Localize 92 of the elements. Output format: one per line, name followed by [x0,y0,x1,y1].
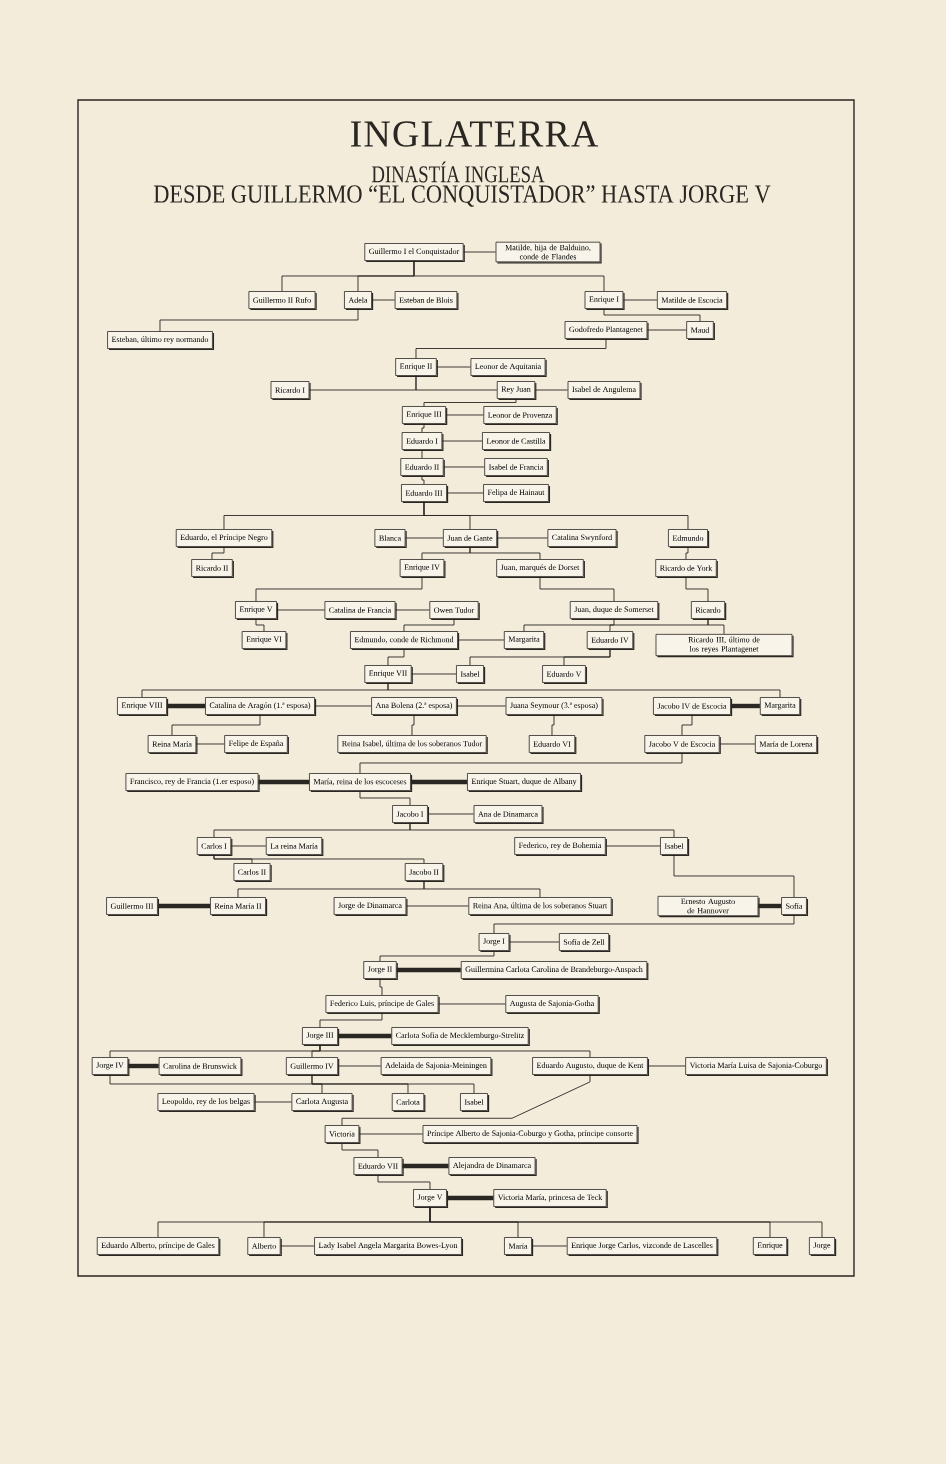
descent-line [415,338,607,359]
marriage-line [358,1133,424,1135]
marriage-line [441,440,483,442]
marriage-line [195,743,225,745]
subtitle: DINASTÍA INGLESA [371,161,545,183]
descent-line [685,546,689,560]
descent-line [311,1044,321,1058]
descent-line [413,260,605,292]
marriage-line [531,1245,568,1247]
title: INGLATERRA [350,121,599,147]
marriage-line [443,466,485,468]
marriage-line [371,299,396,301]
marriage-line [157,903,211,909]
marriage-line [396,967,461,973]
marriage-line [337,1065,382,1067]
descent-line [213,854,425,864]
marriage-line [411,673,457,675]
descent-line [255,576,423,602]
descent-line [359,790,411,806]
descent-line [423,398,517,407]
descent-line [379,978,383,996]
descent-line [377,1174,431,1190]
descent-line [603,308,701,322]
descent-line [311,1074,475,1094]
descent-line [423,501,689,530]
marriage-line [405,537,444,539]
descent-line [409,822,675,838]
marriage-line [166,703,206,709]
descent-line [551,714,555,736]
marriage-line [463,251,497,253]
descent-line [403,618,455,632]
descent-line [493,914,795,934]
marriage-line [410,779,468,785]
marriage-line [730,703,760,709]
descent-line [319,1012,383,1028]
marriage-line [314,705,372,707]
descent-line [421,546,471,560]
descent-line [255,618,265,632]
descent-line [673,854,795,898]
descent-line [685,576,709,602]
descent-line [387,682,781,698]
descent-line [421,475,425,485]
marriage-line [436,366,471,368]
marriage-line [395,609,430,611]
descent-line [319,1044,591,1058]
descent-line [379,950,495,962]
descent-line [523,618,615,632]
descent-line [341,1142,379,1158]
marriage-line [456,705,507,707]
marriage-line [457,639,505,641]
marriage-line [446,492,484,494]
marriage-line [719,743,756,745]
descent-line [415,375,498,391]
marriage-line [128,1063,159,1069]
descent-line [359,752,683,774]
descent-line [421,423,425,433]
descent-line [681,714,693,736]
descent-line [423,880,541,898]
marriage-line [446,1195,494,1201]
descent-line [421,449,423,459]
descent-line [171,714,261,736]
subtitle: DESDE GUILLERMO “EL CONQUISTADOR” HASTA JORGE V [153,185,771,207]
marriage-line [758,903,782,909]
marriage-line [258,779,310,785]
marriage-line [402,1163,449,1169]
marriage-line [276,609,325,611]
marriage-line [230,845,267,847]
marriage-line [254,1101,292,1103]
marriage-line [605,845,661,847]
descent-line [563,648,611,666]
descent-line [159,308,359,332]
descent-line [211,546,225,560]
marriage-line [647,1065,686,1067]
marriage-line [405,905,469,907]
marriage-line [534,389,569,391]
descent-line [411,714,415,736]
marriage-line [508,941,560,943]
marriage-line [438,1003,506,1005]
marriage-line [496,537,548,539]
descent-line [707,618,725,635]
descent-line [341,1074,591,1126]
marriage-line [280,1245,315,1247]
marriage-line [646,329,687,331]
marriage-line [338,1033,392,1039]
marriage-line [445,414,484,416]
descent-line [387,648,405,666]
descent-line [469,546,541,560]
descent-line [609,618,709,632]
descent-line [109,1074,323,1094]
marriage-line [427,813,475,815]
descent-line [539,576,615,602]
marriage-line [622,299,658,301]
